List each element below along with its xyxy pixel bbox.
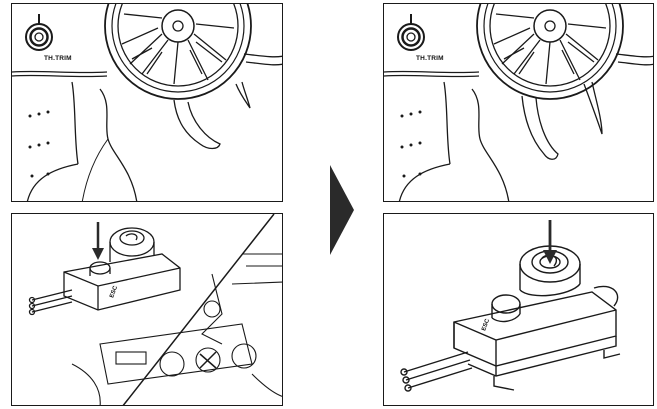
steering-wheel-icon	[104, 4, 252, 100]
down-arrow-icon	[92, 222, 104, 260]
trim-knob-icon	[397, 14, 425, 51]
esc-module-icon	[28, 227, 181, 316]
esc-panel-left: ESC	[11, 213, 283, 406]
throttle-trigger-icon	[521, 81, 603, 160]
transmitter-panel-right: TH.TRIM	[383, 3, 654, 202]
transmitter-drawing	[384, 4, 653, 201]
chevron-right-icon	[330, 165, 354, 255]
transmitter-panel-left: TH.TRIM	[11, 3, 283, 202]
trim-knob-icon	[25, 14, 53, 51]
esc-panel-right: ESC	[383, 213, 654, 406]
esc-module-icon	[400, 245, 621, 392]
esc-cutaway-drawing	[28, 214, 282, 405]
transmitter-drawing	[12, 4, 282, 201]
trim-label: TH.TRIM	[44, 55, 72, 62]
chassis-detail-icon	[71, 253, 282, 405]
esc-closeup-drawing	[400, 220, 621, 392]
throttle-trigger-icon	[173, 81, 251, 150]
down-arrow-icon	[543, 220, 557, 264]
steering-wheel-icon	[476, 4, 624, 100]
trim-label: TH.TRIM	[416, 55, 444, 62]
